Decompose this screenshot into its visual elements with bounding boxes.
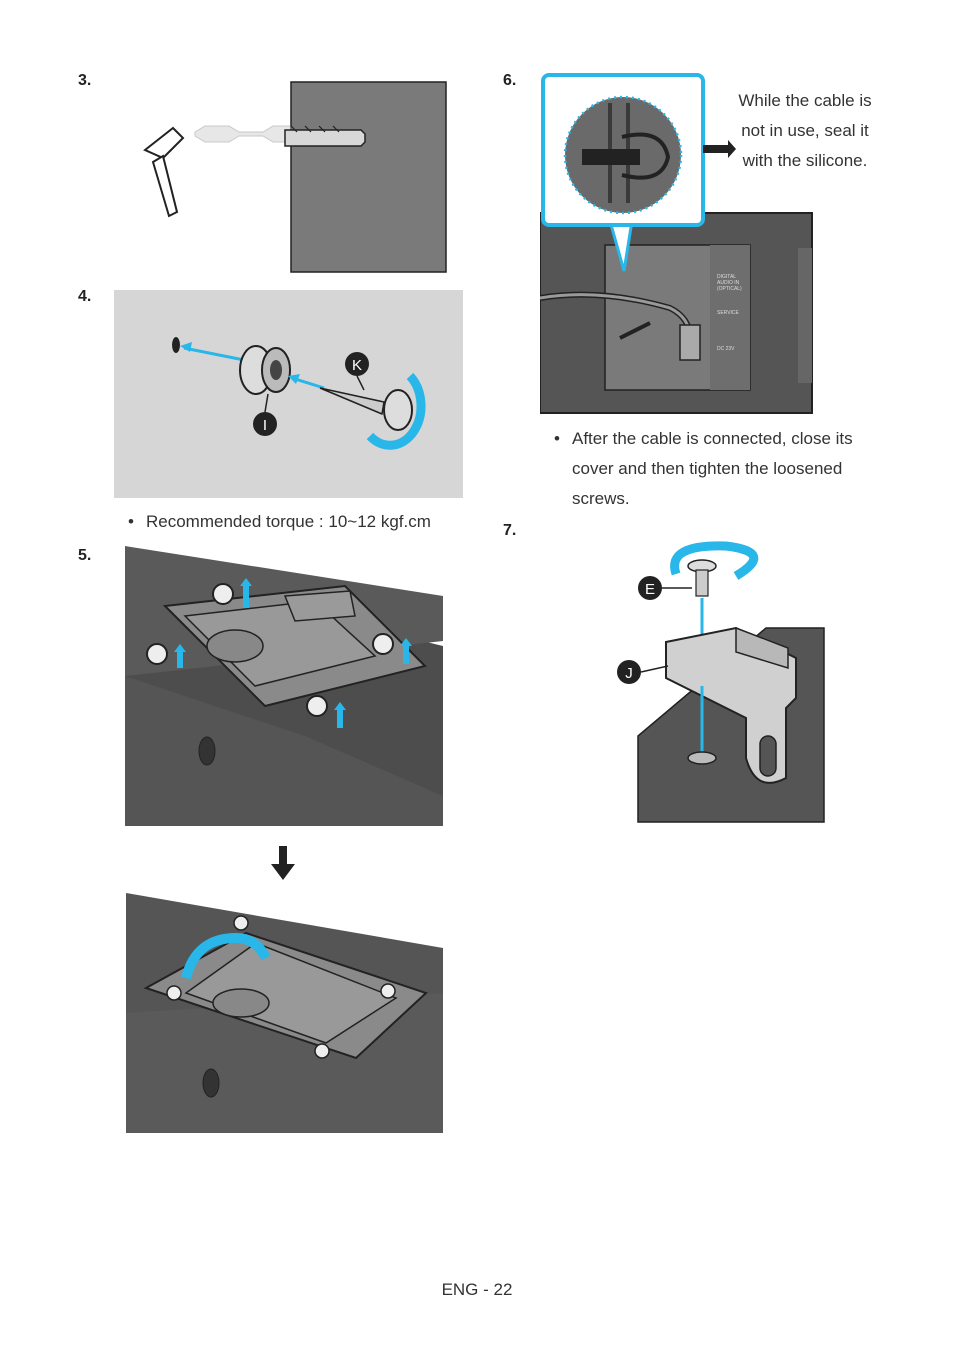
panel-label-optical: (OPTICAL) bbox=[717, 286, 742, 292]
step-6-callout: While the cable is not in use, seal it w… bbox=[738, 91, 872, 170]
screw-icon bbox=[166, 985, 182, 1001]
step-6-number: 6. bbox=[503, 72, 517, 89]
step-4-bullet-text: Recommended torque : 10~12 kgf.cm bbox=[146, 512, 431, 531]
panel-label-dc: DC 23V bbox=[717, 346, 735, 352]
label-j: J bbox=[625, 665, 633, 682]
bracket-icon bbox=[665, 626, 797, 784]
panel-label-digital: DIGITAL bbox=[717, 274, 736, 280]
label-i: I bbox=[263, 417, 267, 434]
panel-label-service: SERVICE bbox=[717, 310, 740, 316]
rotate-arrow-icon bbox=[181, 932, 271, 980]
rotate-arrow-icon bbox=[366, 372, 426, 450]
screw-icon bbox=[319, 387, 413, 431]
screw-icon bbox=[146, 643, 168, 665]
hammer-icon bbox=[143, 126, 185, 218]
down-arrow-icon bbox=[271, 846, 295, 880]
screw-icon bbox=[212, 583, 234, 605]
step-5-number: 5. bbox=[78, 547, 92, 564]
label-e: E bbox=[645, 581, 655, 598]
bullet-dot: • bbox=[554, 429, 560, 448]
screw-icon bbox=[687, 559, 717, 597]
step-7-illustration: E J bbox=[617, 541, 825, 823]
wall-anchor-icon bbox=[194, 125, 294, 143]
screw-icon bbox=[306, 695, 328, 717]
step-6-bullet: • After the cable is connected, close it… bbox=[554, 424, 884, 514]
wall-anchor-icon bbox=[284, 125, 366, 147]
label-k: K bbox=[352, 357, 362, 374]
step-4-illustration: K I bbox=[114, 290, 463, 498]
panel-label-audio-in: AUDIO IN bbox=[717, 280, 740, 286]
screw-icon bbox=[380, 983, 396, 999]
screw-icon bbox=[314, 1043, 330, 1059]
step-4-bullet: • Recommended torque : 10~12 kgf.cm bbox=[128, 507, 458, 537]
step-6-illustration: DIGITAL AUDIO IN (OPTICAL) SERVICE DC 23… bbox=[540, 73, 813, 414]
washer-icon bbox=[239, 345, 291, 395]
step-3-number: 3. bbox=[78, 72, 92, 89]
bullet-dot: • bbox=[128, 512, 134, 531]
step-3-illustration bbox=[143, 81, 447, 273]
screw-icon bbox=[233, 915, 249, 931]
step-4-number: 4. bbox=[78, 288, 92, 305]
step-5-illustration-open-cover bbox=[126, 893, 443, 1133]
step-6-bullet-text: After the cable is connected, close its … bbox=[572, 429, 853, 508]
up-arrow-icon bbox=[174, 578, 412, 728]
screw-icon bbox=[372, 633, 394, 655]
step-7-number: 7. bbox=[503, 522, 517, 539]
rotate-arrow-icon bbox=[670, 541, 759, 580]
step-5-illustration-remove-screws bbox=[125, 546, 443, 826]
page-number: ENG - 22 bbox=[441, 1280, 513, 1299]
